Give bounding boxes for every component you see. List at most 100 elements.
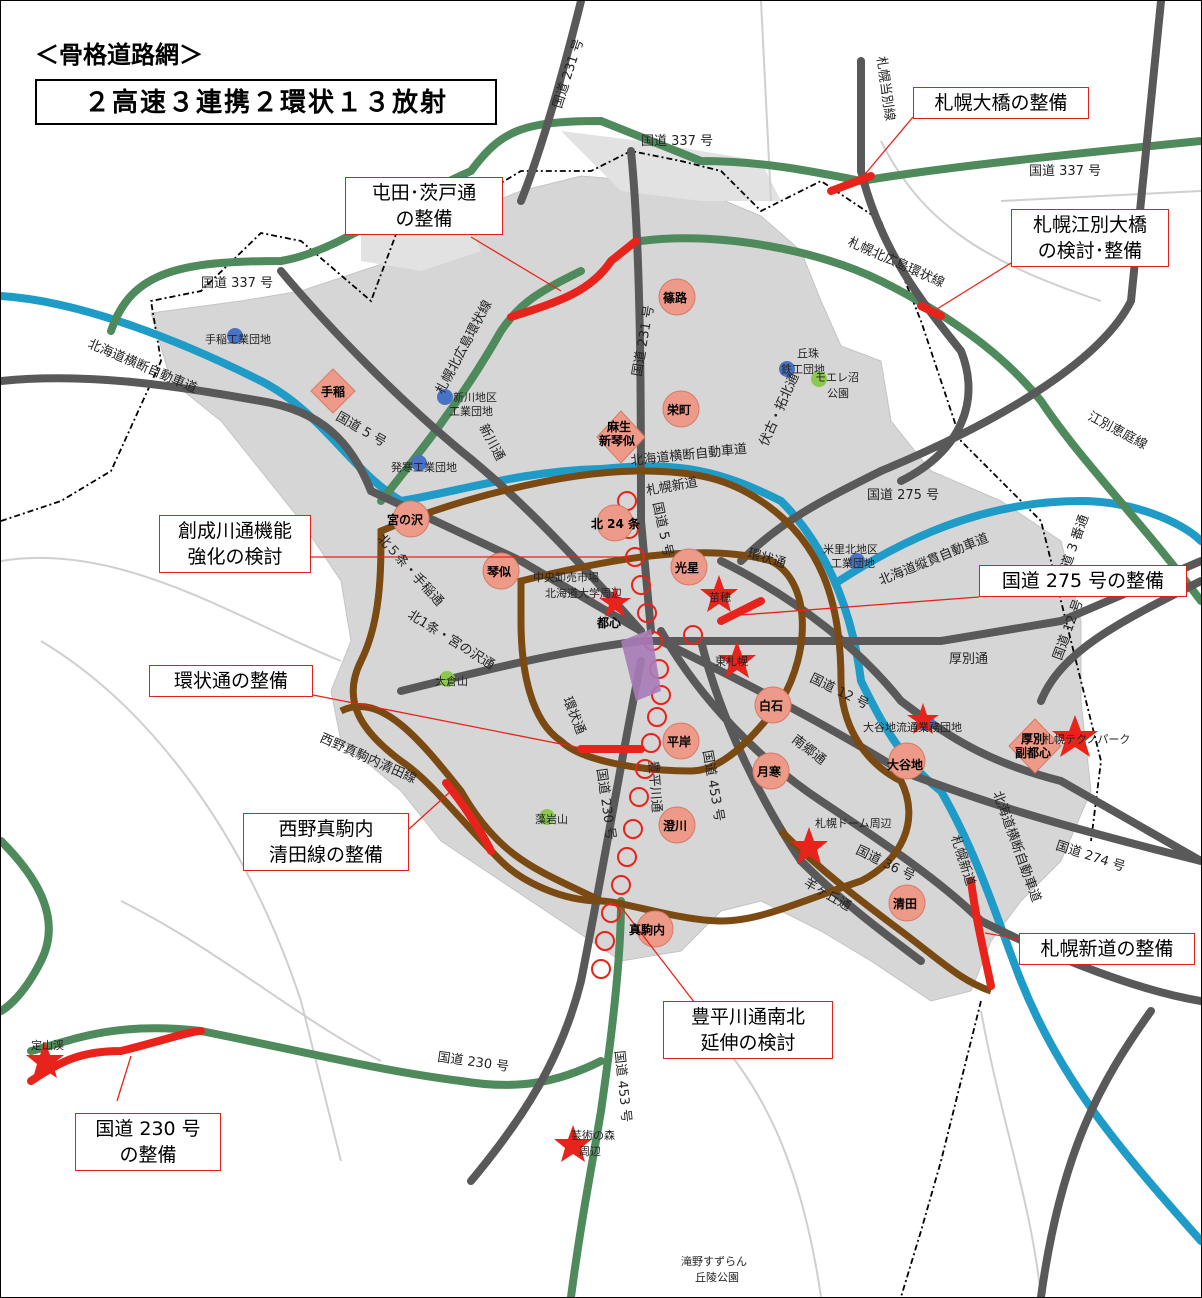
callout-r230-line2: の整備 bbox=[119, 1144, 177, 1166]
callout-toyohiragawa-line2: 延伸の検討 bbox=[700, 1032, 796, 1054]
callout-soseigawa: 創成川通機能 強化の検討 bbox=[159, 515, 311, 573]
callout-r230: 国道 230 号 の整備 bbox=[75, 1113, 221, 1171]
callout-ebetsu-line1: 札幌江別大橋 bbox=[1032, 214, 1147, 236]
road-label-ebetsu-keitei: 江別恵庭線 bbox=[1085, 408, 1150, 453]
callout-ebetsu-ohashi: 札幌江別大橋 の検討･整備 bbox=[1011, 209, 1169, 267]
place-shinkawa-2: 工業団地 bbox=[449, 405, 493, 418]
center-kita24: 北 24 条 bbox=[591, 516, 641, 531]
place-naebo: 苗穂 bbox=[709, 590, 731, 604]
place-oka-2: 鉄工団地 bbox=[781, 362, 825, 376]
center-labels: 篠路 栄町 手稲 麻生 新琴似 宮の沢 北 24 条 琴似 光星 都心 白石 平… bbox=[321, 290, 1051, 937]
callout-tonden: 屯田･茨戸通 の整備 bbox=[345, 177, 503, 235]
callout-r230-line1: 国道 230 号 bbox=[95, 1118, 201, 1140]
center-kotoni: 琴似 bbox=[486, 565, 511, 579]
road-label-sapporotobetsu: 札幌当別線 bbox=[873, 55, 898, 122]
callout-soseigawa-line2: 強化の検討 bbox=[187, 546, 283, 568]
place-moerenuma-1: モエレ沼 bbox=[815, 370, 859, 384]
leader-lines bbox=[116, 116, 1020, 1102]
place-maruyama: 大倉山 bbox=[435, 674, 468, 688]
place-geijutsu-2: 周辺 bbox=[579, 1145, 601, 1158]
callout-kanjo-text: 環状通の整備 bbox=[173, 670, 288, 692]
callout-ebetsu-line2: の検討･整備 bbox=[1037, 240, 1143, 262]
road-label-r453-s: 国道 453 号 bbox=[611, 1050, 633, 1123]
link-roads bbox=[1, 116, 1201, 1297]
city-boundary bbox=[1, 150, 1102, 1297]
callout-nishino-line2: 清田線の整備 bbox=[268, 844, 383, 866]
road-label-toyohiragawa: 豊平川通 bbox=[645, 760, 664, 813]
center-kiyota: 清田 bbox=[893, 896, 917, 911]
place-oka-1: 丘珠 bbox=[797, 346, 819, 360]
place-geijutsu-1: 芸術の森 bbox=[571, 1128, 615, 1142]
center-tsukisamu: 月寒 bbox=[756, 764, 781, 779]
callout-shindo-text: 札幌新道の整備 bbox=[1040, 938, 1174, 960]
callout-soseigawa-line1: 創成川通機能 bbox=[177, 520, 292, 542]
center-teine: 手稲 bbox=[321, 384, 345, 399]
expressways bbox=[1, 292, 1201, 1245]
center-miyanosawa: 宮の沢 bbox=[387, 512, 424, 527]
center-shiroishi: 白石 bbox=[759, 698, 783, 713]
callout-sapporo-ohashi: 札幌大橋の整備 bbox=[913, 87, 1089, 119]
road-label-r231-top: 国道 231 号 bbox=[551, 37, 588, 110]
place-hassamu: 発寒工業団地 bbox=[391, 460, 457, 474]
callout-kanjo: 環状通の整備 bbox=[149, 665, 313, 697]
road-label-r337-left: 国道 337 号 bbox=[201, 276, 273, 291]
place-otani-logistics: 大谷地流通業務団地 bbox=[863, 720, 962, 734]
place-techno-park: 札幌テクノパーク bbox=[1043, 732, 1130, 746]
callout-sapporo-ohashi-text: 札幌大橋の整備 bbox=[934, 92, 1068, 114]
center-azabu-1: 麻生 bbox=[606, 419, 631, 434]
callout-r275: 国道 275 号の整備 bbox=[979, 565, 1187, 597]
center-makomanai: 真駒内 bbox=[629, 922, 665, 937]
road-label-r274: 国道 274 号 bbox=[1054, 839, 1127, 876]
road-label-r275: 国道 275 号 bbox=[867, 488, 939, 503]
place-takino-1: 滝野すずらん bbox=[681, 1255, 747, 1268]
star-markers bbox=[26, 575, 1098, 1162]
place-yonesato-1: 米里北地区 bbox=[823, 543, 878, 556]
place-higashi-sapporo: 東札幌 bbox=[715, 654, 748, 668]
place-teine-ind: 手稲工業団地 bbox=[205, 332, 271, 346]
map-subtitle: ２高速３連携２環状１３放射 bbox=[35, 79, 497, 125]
place-moerenuma-2: 公園 bbox=[827, 387, 849, 400]
center-toshin: 都心 bbox=[596, 615, 621, 630]
road-label-r337-top: 国道 337 号 bbox=[641, 134, 713, 149]
center-sakaemachi: 栄町 bbox=[666, 402, 691, 417]
park-markers bbox=[439, 371, 827, 825]
center-markers bbox=[310, 278, 1062, 948]
place-dome: 札幌ドーム周辺 bbox=[815, 816, 892, 830]
place-yonesato-2: 工業団地 bbox=[831, 557, 875, 570]
map-title: ＜骨格道路網＞ bbox=[35, 41, 203, 69]
center-azabu-2: 新琴似 bbox=[599, 433, 635, 448]
callout-nishino-line1: 西野真駒内 bbox=[278, 818, 374, 840]
toyohiragawa-extension bbox=[591, 491, 703, 979]
place-chuo-market: 中央卸売市場 bbox=[533, 570, 599, 584]
road-label-r337-right: 国道 337 号 bbox=[1029, 164, 1101, 179]
place-labels: 手稲工業団地 新川地区 工業団地 発寒工業団地 丘珠 鉄工団地 モエレ沼 公園 … bbox=[31, 332, 1130, 1284]
center-kosei: 光星 bbox=[674, 560, 699, 575]
place-moiwa: 藻岩山 bbox=[535, 812, 568, 826]
callout-r275-text: 国道 275 号の整備 bbox=[1001, 570, 1165, 592]
place-takino-2: 丘陵公園 bbox=[695, 1271, 739, 1284]
ring-roads bbox=[349, 467, 913, 925]
callout-tonden-line2: の整備 bbox=[395, 208, 453, 230]
center-atsubetsu-2: 副都心 bbox=[1015, 745, 1051, 760]
nishino-line bbox=[339, 703, 993, 995]
center-hiragishi: 平岸 bbox=[667, 734, 691, 749]
place-jozankei: 定山渓 bbox=[31, 1038, 64, 1052]
callout-nishino: 西野真駒内 清田線の整備 bbox=[243, 813, 409, 871]
project-segments bbox=[27, 172, 995, 1085]
callout-sapporo-shindo: 札幌新道の整備 bbox=[1019, 933, 1195, 965]
place-shinkawa-1: 新川地区 bbox=[453, 390, 497, 404]
place-hokudai: 北海道大学周辺 bbox=[545, 586, 622, 600]
center-atsubetsu-1: 厚別 bbox=[1021, 732, 1045, 746]
road-label-atsubetsu: 厚別通 bbox=[949, 652, 988, 667]
center-otanichi: 大谷地 bbox=[887, 757, 923, 772]
center-shinoro: 篠路 bbox=[663, 290, 688, 305]
center-sumikawa: 澄川 bbox=[663, 818, 687, 833]
road-label-r230-s: 国道 230 号 bbox=[436, 1050, 509, 1075]
toshin-area bbox=[621, 629, 661, 701]
road-label-ring-n: 札幌北広島環状線 bbox=[845, 234, 947, 291]
callout-tonden-line1: 屯田･茨戸通 bbox=[371, 182, 477, 204]
callout-toyohiragawa: 豊平川通南北 延伸の検討 bbox=[663, 1001, 833, 1059]
callout-toyohiragawa-line1: 豊平川通南北 bbox=[690, 1006, 805, 1028]
